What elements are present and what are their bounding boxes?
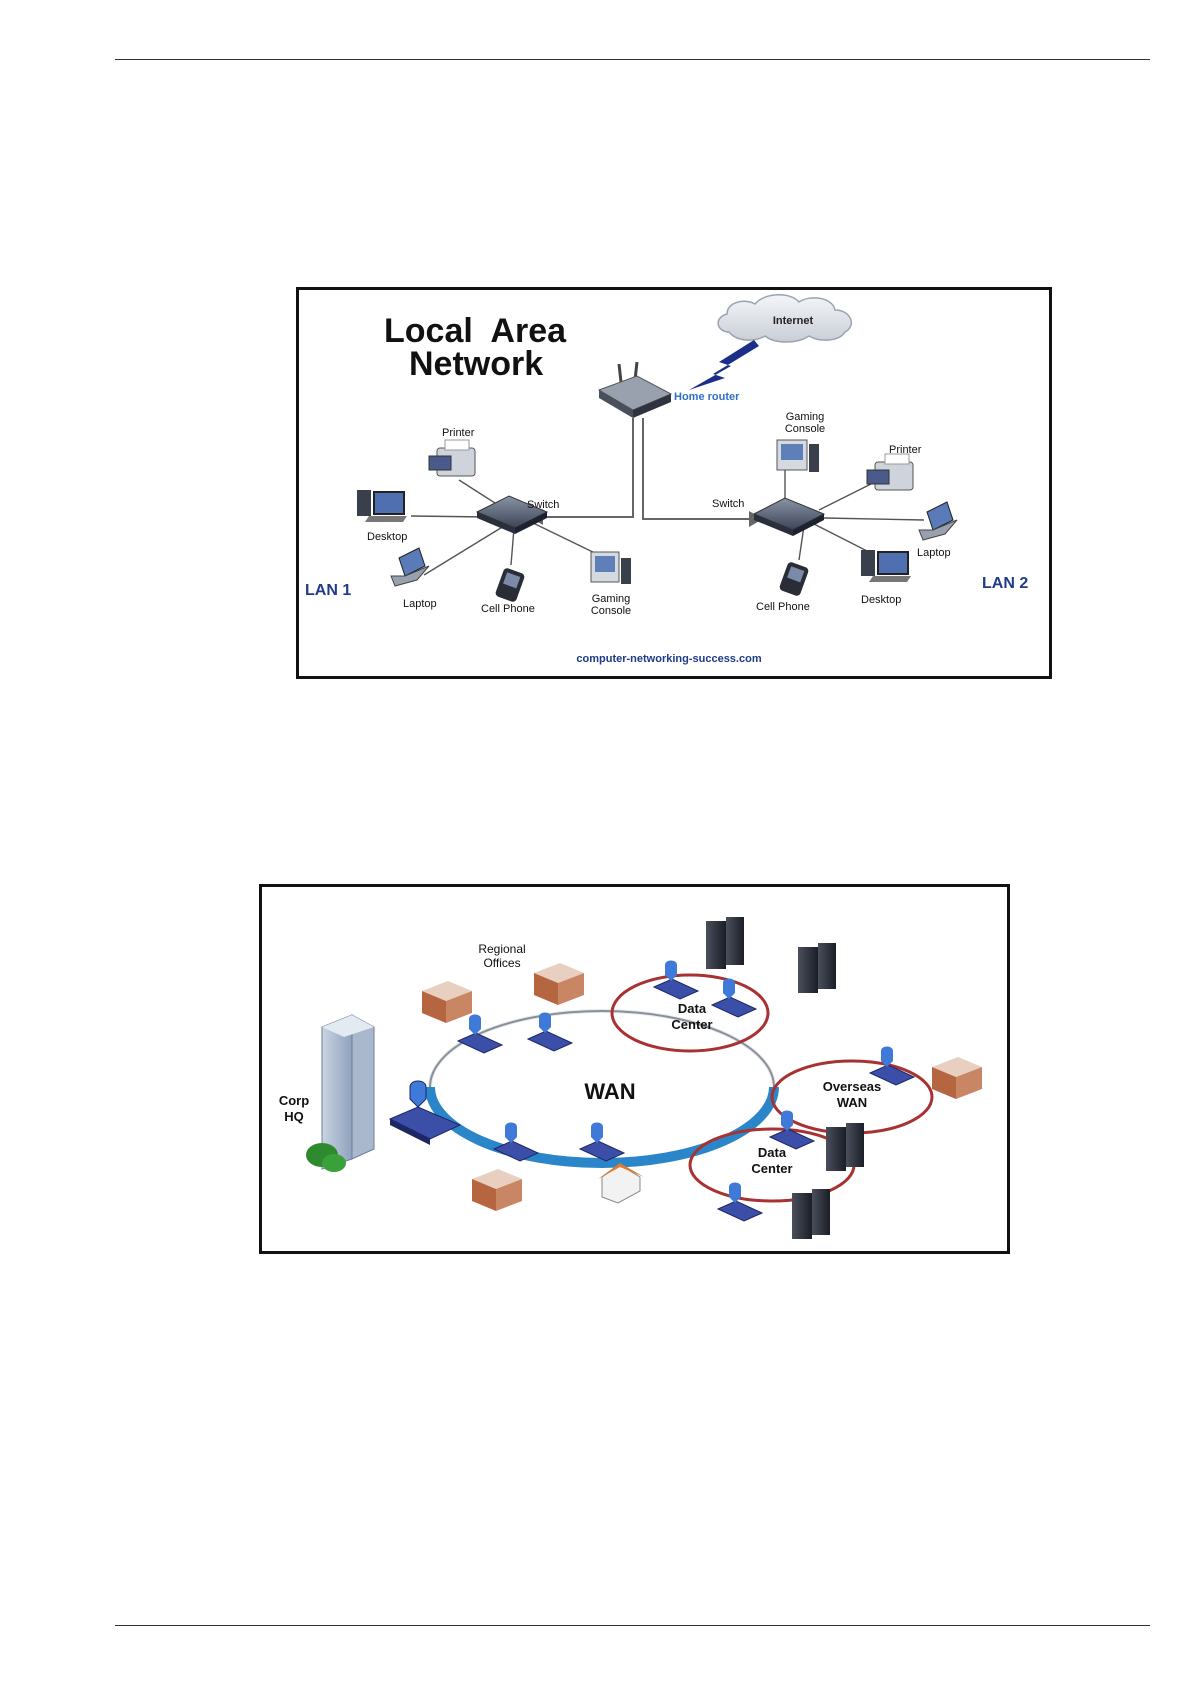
regional-offices-label-2: Offices [483,956,520,970]
laptop-right-icon [919,502,957,540]
desktop-left-icon [357,490,407,522]
home-router-icon [599,362,671,418]
gaming-console-right-label-1: Gaming [786,411,825,423]
corp-hq-building-icon [306,1015,374,1172]
bottom-rule [115,1625,1150,1626]
lan-watermark: computer-networking-success.com [576,653,761,665]
top-rule [115,59,1150,60]
hq-router-icon [390,1081,460,1145]
printer-right-icon [867,454,913,490]
internet-label: Internet [773,315,814,327]
regional-offices-label-1: Regional [478,942,525,956]
server-rack-icon [826,1123,864,1171]
router-icon [580,1123,624,1162]
lan1-label: LAN 1 [305,582,351,599]
printer-left-icon [429,440,475,476]
desktop-right-label: Desktop [861,594,901,606]
laptop-left-icon [391,548,429,586]
regional-office-icon [472,1169,522,1211]
regional-office-icon [534,963,584,1005]
lightning-icon [689,340,759,390]
lan-title-line2: Network [409,345,543,383]
regional-office-icon [422,981,472,1023]
router-icon [712,979,756,1018]
wan-diagram-svg: Regional Offices Corp HQ WAN Data Center… [262,887,1007,1251]
laptop-right-label: Laptop [917,547,951,559]
lan2-label: LAN 2 [982,575,1028,592]
cell-phone-right-label: Cell Phone [756,601,810,613]
laptop-left-label: Laptop [403,598,437,610]
printer-left-label: Printer [442,427,475,439]
server-rack-icon [706,917,744,969]
switch-left-label: Switch [527,499,559,511]
router-icon [654,961,698,1000]
datacenter-bottom-label-1: Data [758,1145,787,1160]
overseas-office-icon [932,1057,982,1099]
switch-right-label: Switch [712,498,744,510]
corp-hq-label-2: HQ [284,1109,304,1124]
desktop-right-icon [861,550,911,582]
gaming-console-right-label-2: Console [785,423,825,435]
cell-phone-left-icon [495,567,526,603]
lan-diagram-svg: Local Area Network Internet Home router [299,290,1049,676]
gaming-console-left-icon [591,552,631,584]
gaming-console-right-icon [777,440,819,472]
wan-label: WAN [584,1079,635,1104]
home-router-label: Home router [674,391,740,403]
desktop-left-label: Desktop [367,531,407,543]
wan-diagram: Regional Offices Corp HQ WAN Data Center… [259,884,1010,1254]
datacenter-top-label-1: Data [678,1001,707,1016]
gaming-console-left-label-2: Console [591,605,631,617]
router-icon [494,1123,538,1162]
overseas-wan-label-1: Overseas [823,1079,882,1094]
cell-phone-right-icon [779,561,810,597]
datacenter-bottom-label-2: Center [751,1161,792,1176]
overseas-wan-label-2: WAN [837,1095,867,1110]
gaming-console-left-label-1: Gaming [592,593,631,605]
corp-hq-label-1: Corp [279,1093,309,1108]
switch-right-icon [754,498,824,536]
cell-phone-left-label: Cell Phone [481,603,535,615]
server-rack-icon [798,943,836,993]
lan-diagram: Local Area Network Internet Home router [296,287,1052,679]
datacenter-top-label-2: Center [671,1017,712,1032]
home-office-icon [598,1163,644,1203]
server-rack-icon [792,1189,830,1239]
